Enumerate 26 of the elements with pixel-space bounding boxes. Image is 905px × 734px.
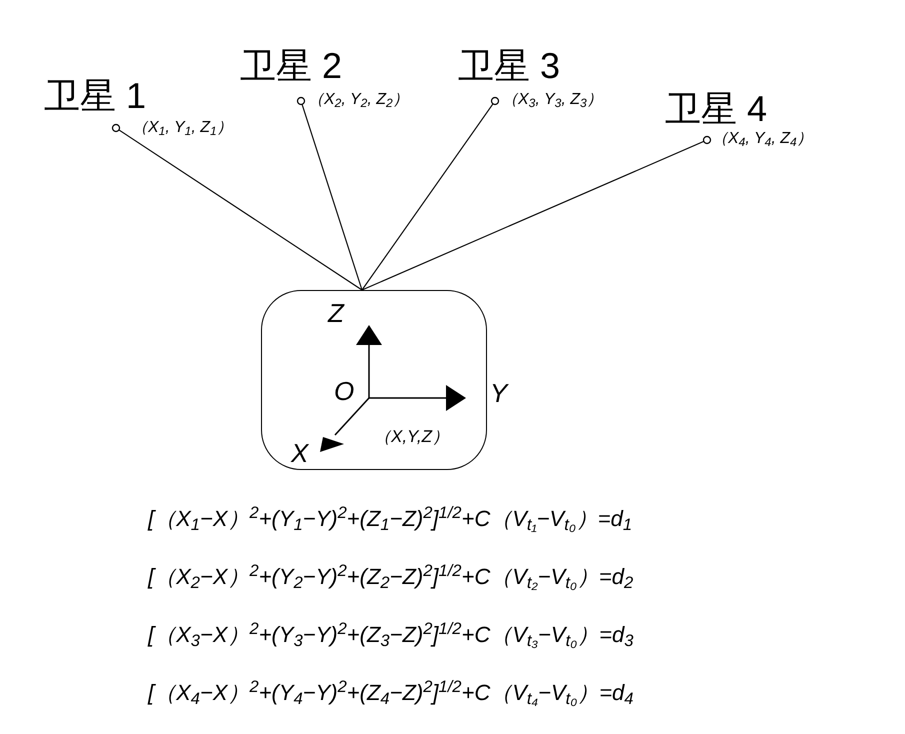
satellite-title: 卫星 3 [458,48,560,84]
satellite-title: 卫星 1 [44,78,146,114]
axis-label: O [334,378,354,404]
equation: [（X$_{2}$−X）$^{2}$+(Y$_{2}$−Y)$^{2}$+(Z$_{2}$−Z)$^{2}$]$^{1/2}$+C（V$_{t₂}$−V$_{t₀}$）=d$_{2}$ [148,566,634,588]
coordinate-label: （X$_{2}$, Y$_{2}$, Z$_{2}$） [308,92,409,108]
equation: [（X$_{1}$−X）$^{2}$+(Y$_{1}$−Y)$^{2}$+(Z$_{1}$−Z)$^{2}$]$^{1/2}$+C（V$_{t₁}$−V$_{t₀}$）=d$_{1}$ [148,508,632,530]
satellite-point [296,96,306,106]
satellite-point [490,96,500,106]
connector-line [362,140,704,290]
connector-line [302,104,363,290]
connector-line [118,129,362,290]
satellite-point [702,136,712,144]
satellite-title: 卫星 2 [240,48,342,84]
coordinate-label: （X$_{1}$, Y$_{1}$, Z$_{1}$） [132,120,233,136]
satellite-point [112,124,120,132]
axis-label: X [291,440,308,466]
connector-line [362,104,494,290]
equation: [（X$_{3}$−X）$^{2}$+(Y$_{3}$−Y)$^{2}$+(Z$_{3}$−Z)$^{2}$]$^{1/2}$+C（V$_{t₃}$−V$_{t₀}$）=d$_{3}$ [148,624,634,646]
axis-label: Y [490,380,508,406]
equation: [（X$_{4}$−X）$^{2}$+(Y$_{4}$−Y)$^{2}$+(Z$_{4}$−Z)$^{2}$]$^{1/2}$+C（V$_{t₄}$−V$_{t₀}$）=d$_{4}$ [148,682,634,704]
satellite-title: 卫星 4 [665,91,768,127]
coordinate-label: （X$_{4}$, Y$_{4}$, Z$_{4}$） [712,131,813,147]
axis-label: Z [328,300,344,326]
coordinate-label: （X$_{3}$, Y$_{3}$, Z$_{3}$） [502,92,603,108]
position-label: （X,Y,Z） [374,428,449,445]
receiver-box [261,290,487,470]
